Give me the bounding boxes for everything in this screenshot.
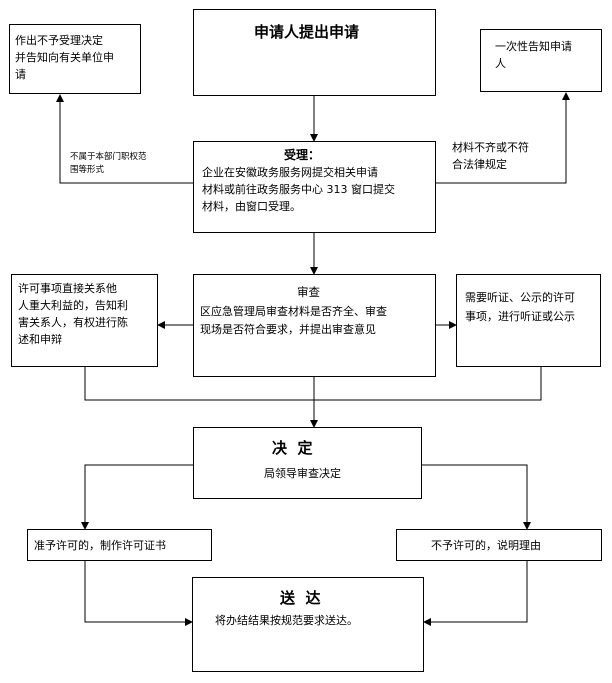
review-text: 区应急管理局审查材料是否齐全、审查 现场是否符合要求，并提出审查意见 bbox=[200, 305, 387, 336]
hearing-box: 需要听证、公示的许可 事项，进行听证或公示 bbox=[456, 274, 601, 367]
arrow-deny-to-deliver bbox=[423, 561, 528, 626]
accept-title: 受理： bbox=[284, 148, 321, 162]
grant-text: 准予许可的，制作许可证书 bbox=[34, 539, 166, 552]
review-box: 审查 区应急管理局审查材料是否齐全、审查 现场是否符合要求，并提出审查意见 bbox=[193, 274, 436, 377]
merge-line bbox=[84, 367, 542, 401]
accept-text: 企业在安徽政务服务网提交相关申请 材料或前往政务服务中心 313 窗口提交 材料… bbox=[202, 166, 395, 213]
arrow-decision-to-grant bbox=[81, 464, 193, 530]
arrow-decision-to-deny bbox=[422, 464, 531, 530]
deliver-box: 送 达 将办结结果按规范要求送达。 bbox=[192, 577, 424, 672]
edge-label-incomplete: 材料不齐或不符 合法律规定 bbox=[452, 141, 529, 171]
deliver-title: 送 达 bbox=[280, 589, 321, 607]
deny-box: 不予许可的，说明理由 bbox=[396, 529, 602, 561]
reject-notice-box: 作出不予受理决定 并告知向有关单位申 请 bbox=[9, 24, 141, 94]
review-title: 审查 bbox=[297, 285, 320, 299]
one-time-notice-box: 一次性告知申请 人 bbox=[480, 29, 602, 92]
arrow-accept-to-onetime bbox=[436, 92, 570, 184]
start-box: 申请人提出申请 bbox=[193, 9, 436, 96]
accept-box: 受理： 企业在安徽政务服务网提交相关申请 材料或前往政务服务中心 313 窗口提… bbox=[193, 141, 436, 233]
start-title: 申请人提出申请 bbox=[254, 23, 360, 41]
one-time-notice-text: 一次性告知申请 人 bbox=[495, 40, 572, 70]
stakeholder-box: 许可事项直接关系他 人重大利益的，告知利 害关系人，有权进行陈 述和申辩 bbox=[11, 274, 158, 367]
grant-box: 准予许可的，制作许可证书 bbox=[27, 529, 212, 561]
reject-notice-text: 作出不予受理决定 并告知向有关单位申 请 bbox=[15, 34, 114, 81]
decision-title: 决 定 bbox=[272, 439, 313, 457]
decision-box: 决 定 局领导审查决定 bbox=[193, 427, 422, 499]
arrow-accept-to-reject bbox=[56, 94, 193, 184]
deny-text: 不予许可的，说明理由 bbox=[431, 539, 541, 552]
arrow-grant-to-deliver bbox=[84, 561, 193, 626]
hearing-text: 需要听证、公示的许可 事项，进行听证或公示 bbox=[465, 291, 575, 323]
stakeholder-text: 许可事项直接关系他 人重大利益的，告知利 害关系人，有权进行陈 述和申辩 bbox=[18, 282, 128, 346]
edge-label-not-in-scope: 不属于本部门职权范 围等形式 bbox=[70, 152, 147, 175]
deliver-text: 将办结结果按规范要求送达。 bbox=[215, 614, 358, 627]
decision-text: 局领导审查决定 bbox=[264, 467, 341, 480]
